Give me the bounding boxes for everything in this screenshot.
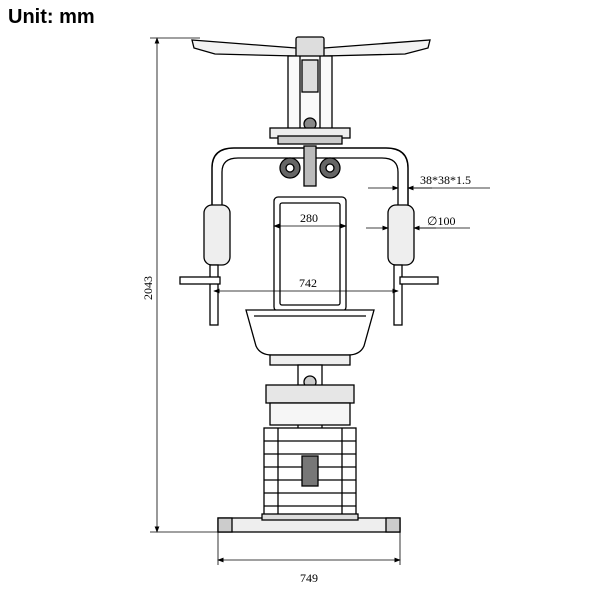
base-frame	[217, 513, 401, 533]
unit-label: Unit: mm	[8, 6, 95, 28]
pad-diameter-label: ∅100	[427, 214, 455, 228]
backrest-width-label: 280	[300, 211, 318, 225]
arm-span-label: 742	[299, 276, 317, 290]
dimension-lines	[150, 37, 490, 565]
right-roller-pad	[387, 204, 439, 326]
base-width-label: 749	[300, 571, 318, 585]
weight-stack	[263, 427, 357, 521]
height-dimension-label: 2043	[141, 276, 155, 300]
machine-outline	[179, 36, 439, 533]
upper-pulley-assembly	[269, 55, 351, 145]
left-roller-pad	[179, 204, 231, 326]
seat	[245, 309, 375, 356]
tube-profile-label: 38*38*1.5	[420, 173, 471, 187]
top-pulleys	[279, 145, 341, 187]
